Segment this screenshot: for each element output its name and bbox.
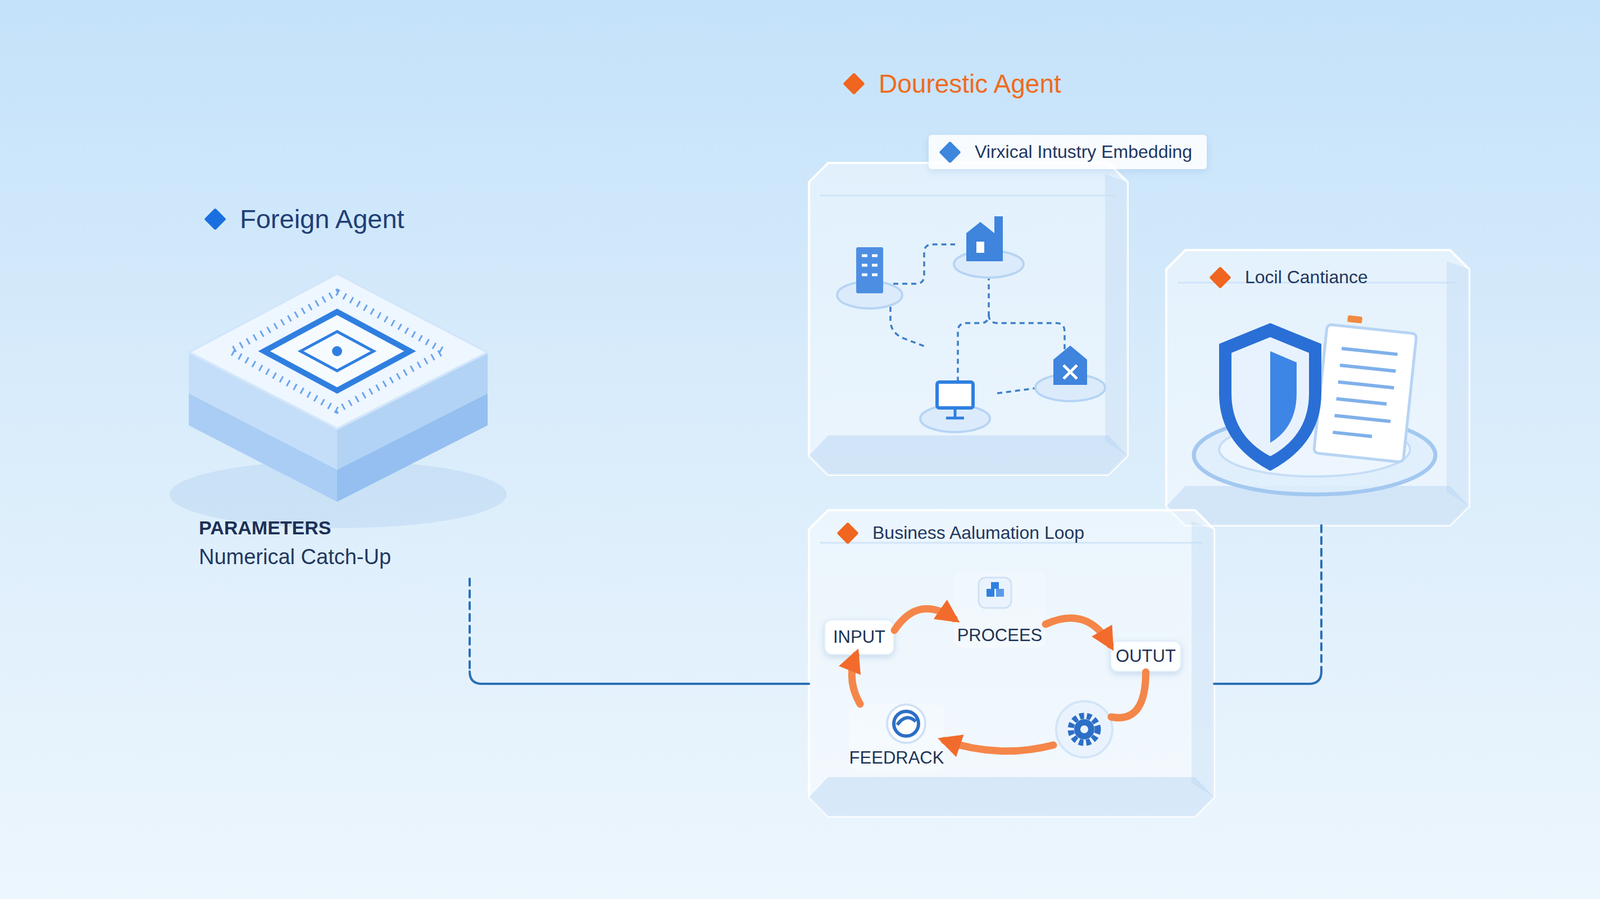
gear-body <box>1074 719 1095 740</box>
text-row: Business Aalumation Loop <box>836 522 1085 544</box>
node-text: Dourestic Agent <box>878 68 1062 99</box>
model-block: Foreign AgentPARAMETERS Numerical Catch-U… <box>188 196 504 579</box>
connector <box>894 608 954 630</box>
dashed-link <box>957 275 989 388</box>
node-text: PARAMETERS <box>198 516 332 539</box>
step-text: FEEDRACK <box>849 747 945 768</box>
document-sheet <box>1313 324 1417 462</box>
chip-core <box>264 311 411 391</box>
shield <box>1219 323 1322 471</box>
document-lines <box>1332 348 1398 439</box>
gear-teeth <box>1070 715 1098 743</box>
box <box>991 582 999 589</box>
panel-side <box>1191 521 1215 798</box>
panel-side <box>1446 261 1470 507</box>
text-row: Locil Cantiance <box>1208 266 1368 288</box>
bracket-line <box>1320 525 1323 672</box>
node-text: Numerical Catch-Up <box>198 544 392 570</box>
building-icon <box>837 247 903 309</box>
windows <box>861 255 878 275</box>
panel-edge <box>808 435 1128 475</box>
factory <box>966 216 1003 262</box>
document-tab <box>1347 315 1363 324</box>
flow-arrow <box>944 671 1147 752</box>
bullet-diamond <box>1208 266 1232 289</box>
icon-plate <box>920 405 990 433</box>
compliance-icon <box>1193 312 1436 495</box>
loop-step: INPUT <box>824 619 895 656</box>
step-text: OUTUT <box>1115 646 1176 667</box>
gear-hole <box>1080 725 1089 734</box>
feedback-icon <box>887 704 926 743</box>
bullet-diamond <box>938 141 962 164</box>
monitor-icon <box>920 382 990 433</box>
bullet-diamond <box>836 521 859 545</box>
plant-icon <box>1035 345 1106 402</box>
dashed-link <box>890 297 927 348</box>
building <box>856 247 884 294</box>
panel-rule <box>820 194 1117 197</box>
box <box>996 588 1004 597</box>
chip-top-face <box>188 273 488 429</box>
connector <box>1214 525 1322 684</box>
factory-icon <box>953 216 1024 278</box>
text-row: Virxical Intustry Embedding <box>928 134 1207 170</box>
text-row: Numerical Catch-Up <box>198 544 392 570</box>
flow-arrow <box>894 608 954 630</box>
chip-dot <box>332 346 343 357</box>
node-text: Locil Cantiance <box>1244 266 1368 288</box>
dashed-link <box>997 387 1040 394</box>
node-text: Foreign Agent <box>239 203 405 235</box>
connector <box>944 671 1147 752</box>
step-text: PROCEES <box>957 625 1043 646</box>
node-text: Virxical Intustry Embedding <box>974 141 1193 163</box>
flow-arrow <box>1045 617 1111 645</box>
text-row: PARAMETERS <box>198 516 332 539</box>
box <box>986 588 995 597</box>
node-text: Business Aalumation Loop <box>872 522 1085 544</box>
chip-core-inner <box>300 331 374 371</box>
bracket-line <box>468 578 471 672</box>
shield-half <box>1270 351 1297 443</box>
connector <box>1045 617 1111 645</box>
document <box>1313 312 1418 462</box>
text-row: Dourestic Agent <box>842 68 1062 99</box>
gear-icon <box>1056 701 1113 758</box>
panel-box: Business Aalumation LoopINPUT PROCEES OUTU… <box>808 510 1215 817</box>
connector <box>469 578 809 684</box>
bullet-diamond <box>203 207 227 231</box>
bracket-line <box>1214 671 1322 684</box>
flow-arrow <box>851 655 861 704</box>
monitor-stand <box>946 408 965 418</box>
icon-disc <box>887 704 926 743</box>
dashed-link <box>988 314 1065 354</box>
bracket-line <box>469 671 809 684</box>
process-icon <box>978 577 1012 608</box>
panel-face <box>1166 250 1470 526</box>
feedback-swirl <box>897 717 916 725</box>
dashed-link <box>893 244 956 284</box>
panel-face <box>808 510 1215 817</box>
loop-step: OUTUT <box>1110 640 1182 672</box>
plant <box>1053 345 1088 385</box>
door <box>976 241 985 253</box>
plant-mark <box>1063 365 1077 379</box>
connector <box>851 655 861 704</box>
text-row: Foreign Agent <box>203 203 405 235</box>
icon-tile <box>978 577 1012 608</box>
shield-inner <box>1231 337 1309 457</box>
monitor <box>937 382 974 408</box>
bullet-diamond <box>842 72 866 95</box>
feedback-ring <box>893 711 919 736</box>
panel-face <box>808 162 1128 475</box>
panel-side <box>1105 174 1128 456</box>
step-text: INPUT <box>833 626 886 648</box>
chip-pins <box>230 292 444 411</box>
industry-links <box>890 244 1065 394</box>
panel-edge <box>808 776 1215 817</box>
icon-disc <box>1056 701 1113 758</box>
